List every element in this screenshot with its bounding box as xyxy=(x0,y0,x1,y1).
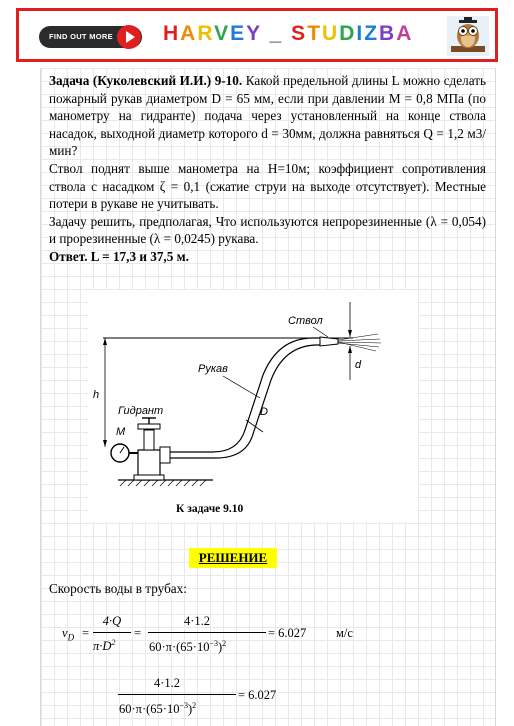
formula-num-2: 4·1.2 xyxy=(184,614,211,628)
label-manometer: M xyxy=(116,426,126,438)
fraction-line-1 xyxy=(93,632,131,633)
formula2-result: = 6.027 xyxy=(238,688,277,702)
brand-letter: A xyxy=(180,22,198,45)
fraction-line-3 xyxy=(118,694,236,695)
problem-title: Задача (Куколевский И.И.) 9-10. xyxy=(49,73,243,88)
brand-letter: Z xyxy=(364,22,380,45)
brand-letter: B xyxy=(379,22,397,45)
find-out-more-label: FIND OUT MORE xyxy=(49,32,113,41)
problem-text-2: Ствол поднят выше манометра на Н=10м; ко… xyxy=(49,160,486,212)
play-icon xyxy=(117,25,141,49)
brand-letter: R xyxy=(197,22,215,45)
speed-text: Скорость воды в трубах: xyxy=(49,581,187,596)
formula-result: = 6.027 xyxy=(268,626,307,640)
brand-letter: _ xyxy=(261,22,292,45)
formula2-num: 4·1.2 xyxy=(154,676,181,690)
fraction-line-2 xyxy=(148,632,266,633)
label-stvol: Ствол xyxy=(288,315,323,327)
formula-eq-2: = xyxy=(134,626,142,640)
brand-letter: V xyxy=(214,22,231,45)
label-d: d xyxy=(355,359,362,371)
brand-letter: A xyxy=(396,22,414,45)
brand-letter: T xyxy=(307,22,323,45)
brand-letter: H xyxy=(163,22,181,45)
brand-letter: S xyxy=(291,22,308,45)
problem-text-3: Задачу решить, предполагая, Что использу… xyxy=(49,213,486,247)
label-D: D xyxy=(260,406,268,418)
label-rukav: Рукав xyxy=(198,363,228,375)
brand-letter: E xyxy=(230,22,247,45)
find-out-more-button[interactable]: FIND OUT MORE xyxy=(39,25,142,49)
figure-caption: К задаче 9.10 xyxy=(176,503,244,515)
formula-unit: м/с xyxy=(336,626,353,640)
label-h: h xyxy=(93,389,99,401)
problem-text: Задача (Куколевский И.И.) 9-10. Какой пр… xyxy=(49,72,486,266)
problem-figure: Ствол Рукав Гидрант M h D d К задаче 9.1… xyxy=(88,290,418,522)
brand-letter: D xyxy=(339,22,357,45)
brand-logo-text: HARVEY _ STUDIZBA xyxy=(163,22,413,46)
brand-letter: Y xyxy=(246,22,262,45)
ad-banner[interactable]: FIND OUT MORE HARVEY _ STUDIZBA xyxy=(16,8,498,62)
formula-eq-1: = xyxy=(82,626,90,640)
formula-den-1: π·D2 xyxy=(93,638,116,654)
brand-letter: I xyxy=(356,22,365,45)
problem-answer: Ответ. L = 17,3 и 37,5 м. xyxy=(49,248,189,264)
problem-text-1: Какой предельной длины L можно сделать п… xyxy=(49,73,486,159)
formula-den-2: 60·π·(65·10−3)2 xyxy=(149,639,227,655)
owl-mascot-icon xyxy=(447,16,489,56)
brand-letter: U xyxy=(322,22,340,45)
label-gidrant: Гидрант xyxy=(118,405,163,417)
solution-heading: РЕШЕНИЕ xyxy=(189,548,277,568)
formula-num-1: 4·Q xyxy=(102,614,122,628)
formula2-den: 60·π·(65·10−3)2 xyxy=(119,701,197,717)
formula-lhs: vD xyxy=(62,626,75,643)
